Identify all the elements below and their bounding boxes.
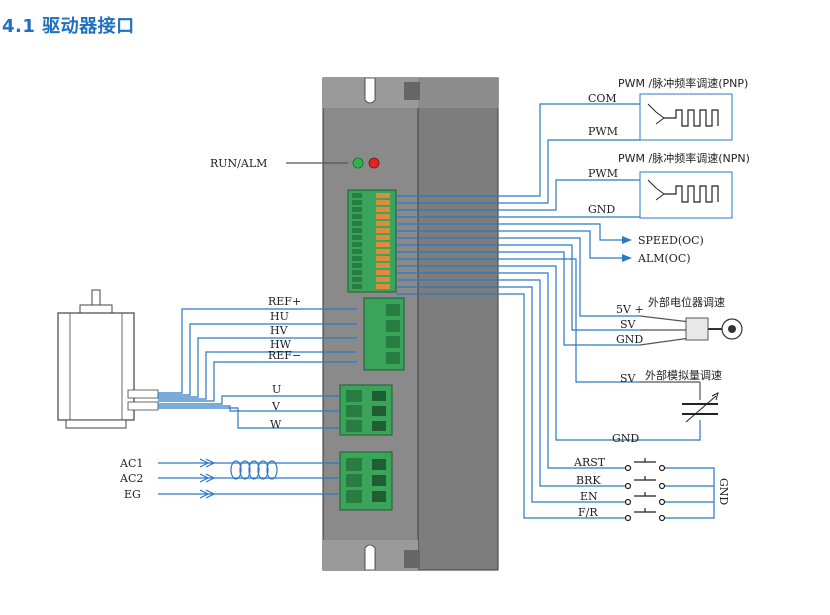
signal-pin-screw [352, 284, 362, 289]
pwm-npn-block [639, 171, 733, 219]
signal-pin [376, 221, 390, 226]
signal-pin [376, 207, 390, 212]
signal-wires [396, 103, 701, 519]
v-label: V [271, 400, 281, 413]
analog-source [640, 381, 719, 423]
pwm2-label: PWM [588, 167, 618, 180]
signal-pin-screw [352, 193, 362, 198]
alm-label: ALM(OC) [637, 252, 691, 265]
signal-pin-screw [352, 249, 362, 254]
gnd3-label: GND [612, 432, 639, 445]
alm-led [368, 157, 380, 169]
5v-label: 5V + [616, 303, 644, 316]
signal-pin-screw [352, 263, 362, 268]
signal-pin [376, 228, 390, 233]
eg-label: EG [124, 488, 141, 501]
signal-pin-screw [352, 242, 362, 247]
signal-pin-screw [352, 277, 362, 282]
signal-pin-screw [352, 256, 362, 261]
signal-pin [376, 242, 390, 247]
motor [57, 289, 159, 429]
brk-label: BRK [576, 474, 601, 487]
hall-terminal-block [363, 297, 405, 371]
arst-label: ARST [573, 456, 606, 469]
signal-pin [376, 235, 390, 240]
en-label: EN [580, 490, 598, 503]
fr-label: F/R [578, 506, 598, 519]
signal-pin-screw [352, 235, 362, 240]
signal-pin [376, 284, 390, 289]
signal-pin-screw [352, 221, 362, 226]
signal-pin [376, 256, 390, 261]
sv2-label: SV [620, 372, 637, 385]
signal-terminal-block [347, 189, 397, 293]
w-label: W [270, 418, 282, 431]
run-led [352, 157, 364, 169]
signal-pin [376, 270, 390, 275]
pwm1-label: PWM [588, 125, 618, 138]
pot-title: 外部电位器调速 [648, 295, 725, 309]
section-title: 驱动器接口 [42, 16, 135, 37]
signal-pin-screw [352, 270, 362, 275]
pwm-pnp-block [639, 93, 733, 141]
power-input [158, 458, 340, 499]
page-title: 4.1 驱动器接口 [2, 12, 135, 38]
speed-label: SPEED(OC) [638, 234, 704, 247]
hw-label: HW [270, 338, 292, 351]
gnd-vertical-label: GND [717, 478, 730, 505]
signal-pin [376, 200, 390, 205]
signal-pin-screw [352, 200, 362, 205]
signal-pin-screw [352, 228, 362, 233]
ref-plus-label: REF+ [268, 295, 301, 308]
ac1-label: AC1 [119, 457, 143, 470]
power-terminal-block [339, 451, 393, 511]
hall-wires [158, 308, 357, 402]
signal-pin [376, 193, 390, 198]
sv1-label: SV [620, 318, 637, 331]
u-label: U [272, 383, 281, 396]
pwm-pnp-title: PWM /脉冲频率调速(PNP) [618, 76, 748, 90]
gnd1-label: GND [588, 203, 615, 216]
potentiometer [639, 315, 743, 346]
signal-pin [376, 277, 390, 282]
section-number: 4.1 [2, 16, 36, 37]
ac2-label: AC2 [119, 472, 143, 485]
signal-pin-screw [352, 207, 362, 212]
control-switches [624, 458, 715, 522]
gnd2-label: GND [616, 333, 643, 346]
analog-title: 外部模拟量调速 [645, 368, 722, 382]
signal-pin [376, 214, 390, 219]
pwm-npn-title: PWM /脉冲频率调速(NPN) [618, 151, 750, 165]
run-alm-label: RUN/ALM [210, 157, 267, 170]
motor-wires [158, 395, 340, 429]
com-label: COM [588, 92, 617, 105]
signal-pin [376, 263, 390, 268]
signal-pin-screw [352, 214, 362, 219]
hv-label: HV [270, 324, 289, 337]
ref-minus-label: REF− [268, 349, 301, 362]
motor-terminal-block [339, 384, 393, 436]
hu-label: HU [270, 310, 289, 323]
signal-pin [376, 249, 390, 254]
